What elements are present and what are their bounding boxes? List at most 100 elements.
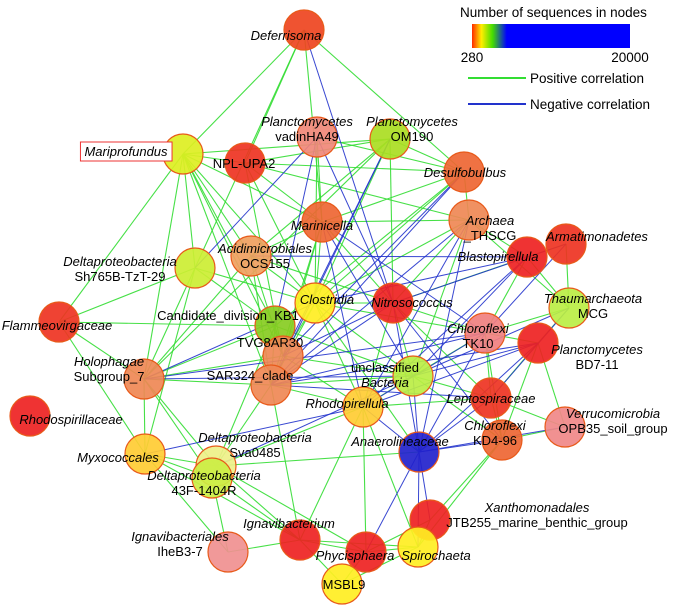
node-myxococcales xyxy=(124,433,166,475)
node-label-flammeovirgaceae: Flammeovirgaceae xyxy=(2,318,113,333)
node-label-line: Rhodospirillaceae xyxy=(19,412,122,427)
node-label-line: Thaumarchaeota xyxy=(544,291,642,306)
positive-correlation-edge xyxy=(321,219,470,223)
legend-negative-label: Negative correlation xyxy=(530,97,650,112)
labels-layer: DeferrisomaMariprofundusNPL-UPA2Planctom… xyxy=(2,28,668,592)
node-holophagae-subgroup7 xyxy=(123,358,165,400)
node-acidimicrobiales-ocs155 xyxy=(230,235,272,277)
node-label-line: OM190 xyxy=(391,129,434,144)
positive-correlation-edge xyxy=(314,219,470,304)
node-label-phycisphaera: Phycisphaera xyxy=(316,548,395,563)
node-planctomycetes-vadinha49 xyxy=(296,116,338,158)
node-label-line: TVG8AR30 xyxy=(237,335,303,350)
node-label-marinicella: Marinicella xyxy=(291,218,353,233)
node-ignavibacteriales-iheb3-7 xyxy=(207,531,249,573)
node-label-line: Archaea xyxy=(465,213,514,228)
node-label-line: Planctomycetes xyxy=(366,114,458,129)
positive-correlation-edge xyxy=(392,302,492,399)
node-label-archaea-thscg: Archaea_THSCG xyxy=(463,213,517,243)
node-label-line: Xanthomonadales xyxy=(484,500,590,515)
positive-correlation-edge xyxy=(215,406,364,467)
positive-correlation-edge xyxy=(250,138,391,257)
negative-correlation-edge xyxy=(412,342,539,377)
node-label-tvg8ar30: TVG8AR30 xyxy=(237,335,303,350)
node-chloroflexi-tk10 xyxy=(464,312,506,354)
positive-correlation-edge xyxy=(314,138,391,304)
negative-correlation-edge xyxy=(362,219,470,408)
positive-correlation-edge xyxy=(321,171,465,223)
node-label-line: Flammeovirgaceae xyxy=(2,318,113,333)
positive-correlation-edge xyxy=(215,465,367,553)
positive-correlation-edge xyxy=(182,153,272,386)
node-label-line: Deltaproteobacteria xyxy=(63,254,176,269)
node-label-line: Acidimicrobiales xyxy=(217,241,312,256)
node-label-line: Leptospiraceae xyxy=(447,391,536,406)
node-label-npl-upa2: NPL-UPA2 xyxy=(213,156,276,171)
node-label-line: BD7-11 xyxy=(575,357,618,372)
positive-correlation-edge xyxy=(144,453,229,553)
node-label-line: Nitrosococcus xyxy=(371,295,453,310)
node-label-line: Ignavibacterium xyxy=(243,516,335,531)
positive-correlation-edge xyxy=(182,153,316,304)
negative-correlation-edge xyxy=(270,171,465,386)
positive-correlation-edge xyxy=(182,29,305,155)
positive-correlation-edge xyxy=(182,153,276,327)
node-phycisphaera xyxy=(345,531,387,573)
node-label-line: Chloroflexi xyxy=(447,321,510,336)
node-label-line: IheB3-7 xyxy=(157,544,203,559)
node-label-spirochaeta: Spirochaeta xyxy=(401,548,470,563)
node-label-leptospiraceae: Leptospiraceae xyxy=(447,391,536,406)
positive-correlation-edge xyxy=(182,153,323,223)
node-deferrisoma xyxy=(283,9,325,51)
positive-correlation-edge xyxy=(299,406,364,541)
node-deltaproteobacteria-43f xyxy=(191,457,233,499)
node-label-sar324-clade: SAR324_clade xyxy=(207,368,294,383)
node-label-nitrosococcus: Nitrosococcus xyxy=(371,295,453,310)
negative-correlation-edge xyxy=(143,332,486,380)
node-label-deferrisoma: Deferrisoma xyxy=(251,28,322,43)
negative-correlation-edge xyxy=(274,136,318,327)
node-label-line: Marinicella xyxy=(291,218,353,233)
negative-correlation-edge xyxy=(314,256,528,304)
node-label-line: 43F-1404R xyxy=(171,483,236,498)
positive-correlation-edge xyxy=(58,321,276,327)
negative-correlation-edge xyxy=(321,221,486,334)
node-label-line: Clostridia xyxy=(300,292,354,307)
positive-correlation-edge xyxy=(314,302,420,453)
positive-correlation-edge xyxy=(58,267,196,323)
node-ignavibacterium xyxy=(279,519,321,561)
negative-correlation-edge xyxy=(418,219,470,453)
negative-correlation-edge xyxy=(144,406,364,455)
node-sar324-clade xyxy=(250,364,292,406)
positive-correlation-edge xyxy=(58,321,146,455)
node-label-line: Spirochaeta xyxy=(401,548,470,563)
positive-correlation-edge xyxy=(412,219,470,377)
positive-correlation-edge xyxy=(58,153,184,323)
node-label-line: OCS155 xyxy=(240,256,290,271)
node-spirochaeta xyxy=(397,526,439,568)
node-msbl9 xyxy=(321,563,363,605)
node-label-desulfobulbus: Desulfobulbus xyxy=(424,165,507,180)
negative-correlation-edge xyxy=(316,136,394,304)
positive-correlation-edge xyxy=(144,453,301,541)
node-label-ignavibacterium: Ignavibacterium xyxy=(243,516,335,531)
node-label-line: Sva0485 xyxy=(229,445,280,460)
positive-correlation-edge xyxy=(362,406,419,548)
positive-correlation-edge xyxy=(143,355,284,380)
node-armatimonadetes xyxy=(545,223,587,265)
node-label-line: _THSCG xyxy=(463,228,517,243)
positive-correlation-edge xyxy=(244,162,316,304)
node-label-line: Myxococcales xyxy=(77,450,159,465)
node-label-blastopirellula: Blastopirellula xyxy=(458,249,539,264)
negative-correlation-edge xyxy=(362,256,528,408)
legend-scale-min: 280 xyxy=(461,50,484,65)
node-label-line: Bacteria xyxy=(361,375,409,390)
